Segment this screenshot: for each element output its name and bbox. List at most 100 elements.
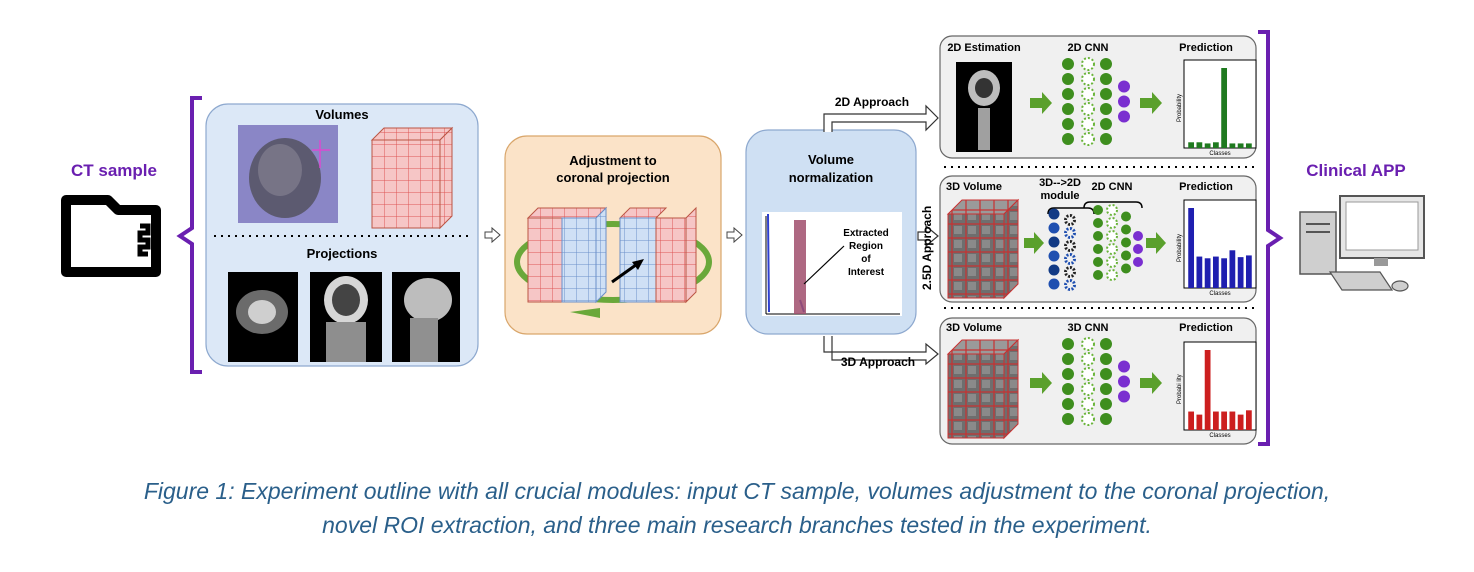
b2d-prediction-title: Prediction xyxy=(1179,42,1233,54)
prediction-bar xyxy=(1229,250,1236,288)
network-node xyxy=(1062,353,1074,365)
gear-icon xyxy=(1064,266,1076,278)
network-node xyxy=(1062,88,1074,100)
adjustment-title-line2: coronal projection xyxy=(556,170,669,185)
gear-icon xyxy=(1064,214,1076,226)
approach-2d-label: 2D Approach xyxy=(835,95,909,109)
adjustment-title-line1: Adjustment to xyxy=(569,153,656,168)
network-node xyxy=(1081,87,1095,101)
network-node xyxy=(1081,132,1095,146)
roi-label-line2: Region xyxy=(849,241,883,252)
network-node xyxy=(1081,397,1095,411)
module-node xyxy=(1048,278,1060,290)
network-node xyxy=(1100,368,1112,380)
prediction-bar xyxy=(1212,256,1219,288)
network-output-node xyxy=(1133,244,1143,254)
approach-25d-label: 2.5D Approach xyxy=(920,206,934,290)
network-node xyxy=(1118,390,1130,403)
branch-25d: 3D Volume 3D-->2D module 2D CNN Predicti… xyxy=(939,175,1257,303)
histogram-panel xyxy=(762,212,902,316)
ct-sample-label: CT sample xyxy=(71,161,157,180)
network-node xyxy=(1062,338,1074,350)
head-volume-render xyxy=(238,125,338,223)
network-node xyxy=(1106,217,1118,229)
network-node xyxy=(1121,250,1131,261)
chart-frame xyxy=(1183,59,1257,149)
prediction-bar xyxy=(1212,142,1219,148)
gear-icon xyxy=(1064,253,1076,265)
network-node xyxy=(1081,382,1095,396)
folder-icon xyxy=(61,195,161,277)
network-node xyxy=(1100,338,1112,350)
b25d-volume-title: 3D Volume xyxy=(946,181,1002,193)
b2d-cnn-title: 2D CNN xyxy=(1068,42,1109,54)
sagittal-projection-image xyxy=(392,272,460,362)
chart-x-label: Classes xyxy=(1209,433,1230,439)
prediction-bar xyxy=(1212,411,1219,430)
network-node xyxy=(1118,95,1130,108)
network-node xyxy=(1062,103,1074,115)
network-node xyxy=(1106,256,1118,268)
input-bracket xyxy=(176,96,202,374)
prediction-bar xyxy=(1237,143,1244,148)
figure-caption: Figure 1: Experiment outline with all cr… xyxy=(0,474,1474,542)
module-3d-to-2d xyxy=(1048,208,1076,291)
prediction-bar xyxy=(1196,256,1203,288)
ct-sample-block: CT sample xyxy=(61,161,161,277)
chart-y-label: Probability xyxy=(1177,94,1183,122)
network-node xyxy=(1081,412,1095,426)
network-node xyxy=(1062,413,1074,425)
volume-cube-3d xyxy=(946,338,1020,440)
prediction-bar xyxy=(1221,258,1228,288)
cube-before-rotation xyxy=(526,206,608,304)
prediction-bar xyxy=(1196,414,1203,430)
volumes-title: Volumes xyxy=(315,107,368,122)
network-node xyxy=(1100,383,1112,395)
module-node xyxy=(1048,236,1060,248)
coronal-projection-image xyxy=(310,272,382,362)
prediction-bar xyxy=(1204,258,1211,288)
network-node xyxy=(1106,204,1118,216)
network-node xyxy=(1062,133,1074,145)
stage-volumes-projections: Volumes Projections xyxy=(205,103,479,367)
prediction-bar xyxy=(1229,411,1236,430)
network-node xyxy=(1081,117,1095,131)
clinical-app-block: Clinical APP xyxy=(1299,161,1425,292)
network-node xyxy=(1106,269,1118,281)
chart-y-label: Probabi lity xyxy=(1177,374,1183,404)
network-node xyxy=(1081,337,1095,351)
roi-label-line4: Interest xyxy=(848,267,885,278)
cnn-3d-network xyxy=(1062,337,1130,426)
network-node xyxy=(1081,352,1095,366)
prediction-bar xyxy=(1237,414,1244,430)
output-bracket xyxy=(1258,30,1284,446)
network-node xyxy=(1118,80,1130,93)
network-node xyxy=(1121,263,1131,274)
network-node xyxy=(1062,368,1074,380)
chart-frame xyxy=(1183,199,1257,289)
network-node xyxy=(1100,353,1112,365)
normalization-title-line2: normalization xyxy=(789,170,874,185)
prediction-bar xyxy=(1221,411,1228,430)
b25d-prediction-title: Prediction xyxy=(1179,181,1233,193)
volume-grid-cube xyxy=(370,126,454,230)
cnn-2d-network xyxy=(1062,57,1130,146)
clinical-app-label: Clinical APP xyxy=(1306,161,1406,180)
chart-frame xyxy=(1183,341,1257,431)
network-output-node xyxy=(1133,231,1143,241)
computer-icon xyxy=(1299,195,1425,292)
network-node xyxy=(1081,72,1095,86)
network-node xyxy=(1100,58,1112,70)
prediction-bar xyxy=(1237,257,1244,288)
network-node xyxy=(1100,413,1112,425)
b3d-cnn-title: 3D CNN xyxy=(1068,322,1109,334)
network-node xyxy=(1118,375,1130,388)
network-node xyxy=(1093,218,1103,228)
prediction-bar xyxy=(1245,255,1252,288)
chart-x-label: Classes xyxy=(1209,151,1230,157)
network-node xyxy=(1100,118,1112,130)
branch-2d: 2D Estimation 2D CNN Prediction Probabil… xyxy=(939,35,1257,159)
gear-icon xyxy=(1064,279,1076,291)
